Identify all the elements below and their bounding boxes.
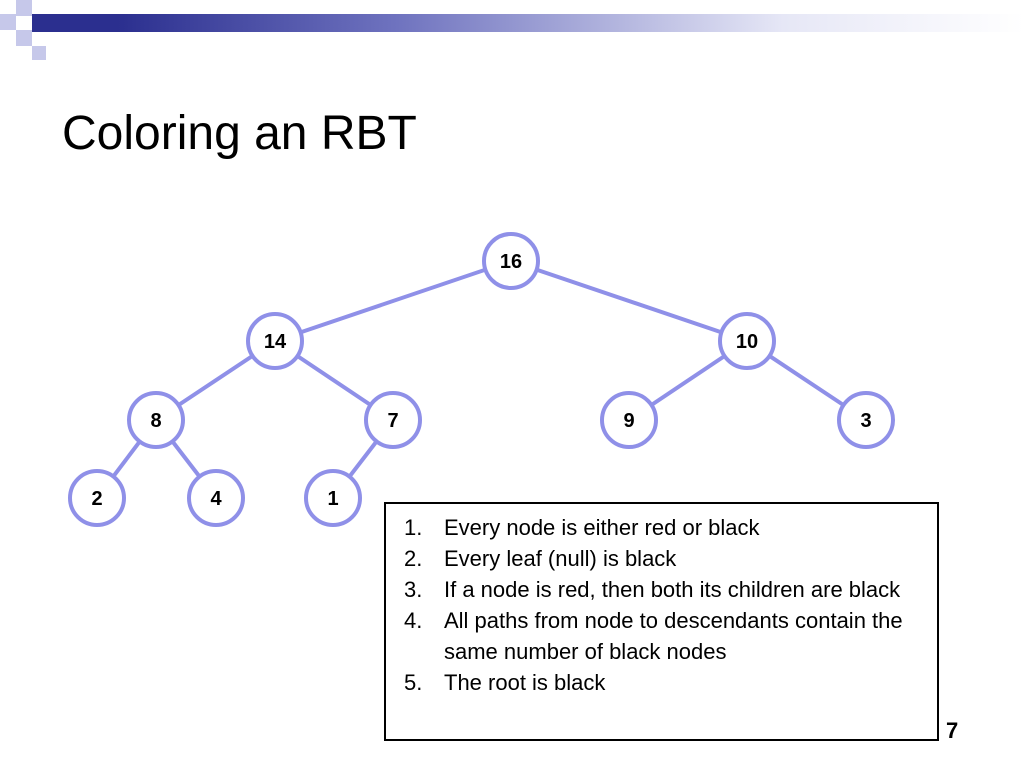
rule-number: 4. [404, 608, 423, 633]
rule-text: Every leaf (null) is black [444, 546, 677, 571]
rule-number: 1. [404, 515, 423, 540]
tree-node-circle [246, 312, 304, 370]
tree-node: 16 [482, 232, 540, 290]
header-gradient-bar [60, 14, 1024, 32]
rule-item: 3. If a node is red, then both its childr… [404, 574, 937, 605]
tree-node-circle [718, 312, 776, 370]
tree-node-label: 14 [264, 331, 287, 353]
tree-node-circle [187, 469, 245, 527]
tree-node-circle [482, 232, 540, 290]
tree-node-circle [837, 391, 895, 449]
tree-node-circle [127, 391, 185, 449]
tree-node: 10 [718, 312, 776, 370]
tree-node-circle [364, 391, 422, 449]
tree-node-circle [600, 391, 658, 449]
tree-node: 1 [304, 469, 362, 527]
header-deco-square [16, 0, 32, 16]
tree-node: 7 [364, 391, 422, 449]
tree-node-label: 4 [210, 488, 222, 510]
tree-node: 9 [600, 391, 658, 449]
tree-edge [509, 259, 749, 343]
rule-text: The root is black [444, 670, 606, 695]
tree-node-label: 1 [327, 488, 338, 510]
tree-node-label: 10 [736, 331, 758, 353]
header-deco-square [32, 14, 60, 32]
rule-item: 4. All paths from node to descendants con… [404, 605, 937, 667]
rule-item: 5. The root is black [404, 667, 937, 698]
rule-number: 3. [404, 577, 423, 602]
tree-node: 3 [837, 391, 895, 449]
header-deco-square [0, 14, 16, 30]
tree-node-label: 9 [623, 410, 634, 432]
rule-text: Every node is either red or black [444, 515, 760, 540]
rule-number: 5. [404, 670, 423, 695]
header-deco-square [16, 30, 32, 46]
slide-number: 7 [946, 718, 959, 743]
tree-node: 8 [127, 391, 185, 449]
tree-node: 4 [187, 469, 245, 527]
header-deco-square [32, 46, 46, 60]
tree-node-label: 3 [860, 410, 871, 432]
rule-text: If a node is red, then both its children… [444, 577, 901, 602]
tree-edge [273, 259, 513, 343]
tree-node-label: 7 [387, 410, 398, 432]
tree-node-label: 8 [150, 410, 161, 432]
tree-node: 2 [68, 469, 126, 527]
tree-node-label: 16 [500, 251, 522, 273]
rules-list: 1. Every node is either red or black 2. Eve… [386, 504, 937, 698]
rule-item: 2. Every leaf (null) is black [404, 543, 937, 574]
tree-node: 14 [246, 312, 304, 370]
tree-node-circle [304, 469, 362, 527]
tree-node-label: 2 [91, 488, 102, 510]
slide-title: Coloring an RBT [62, 107, 417, 160]
rule-item: 1. Every node is either red or black [404, 512, 937, 543]
rule-text: All paths from node to descendants conta… [444, 608, 903, 664]
rule-number: 2. [404, 546, 423, 571]
tree-node-circle [68, 469, 126, 527]
rbt-rules-box: 1. Every node is either red or black 2. Eve… [384, 502, 939, 741]
